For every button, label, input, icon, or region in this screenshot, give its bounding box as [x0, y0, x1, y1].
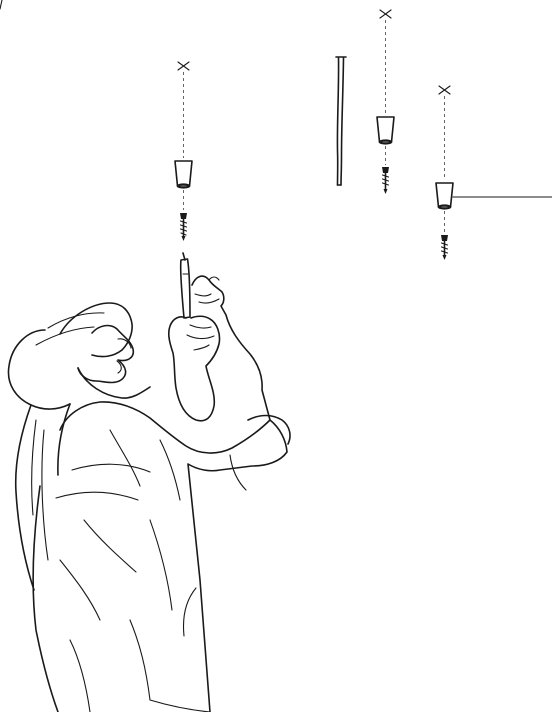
ceiling-mark-2	[379, 9, 392, 19]
upper-hand-fingers	[194, 276, 220, 304]
wall-anchor-3	[435, 182, 454, 210]
face	[77, 324, 135, 384]
shirt-collar	[77, 367, 151, 399]
screwdriver	[179, 252, 191, 319]
wall-anchor-1	[174, 160, 193, 189]
shirt-folds	[55, 429, 247, 712]
corner-mark	[0, 0, 3, 10]
lower-hand	[167, 315, 221, 422]
rolled-sleeve	[247, 414, 291, 445]
drill-point-3	[435, 85, 552, 260]
neck-cloth-fold	[31, 419, 49, 561]
ceiling-mark-3	[438, 85, 451, 95]
hat-band	[35, 312, 105, 346]
drill-point-2	[376, 9, 395, 194]
screw-3	[440, 235, 449, 260]
neck-cloth	[14, 403, 71, 591]
ceiling-mark-1	[177, 61, 190, 71]
metal-rod	[335, 56, 347, 186]
installer-person	[7, 252, 291, 712]
screw-2	[381, 167, 390, 194]
upper-hand	[191, 275, 271, 421]
screw-1	[179, 213, 188, 241]
wall-anchor-2	[376, 116, 395, 145]
hat-brim	[7, 329, 71, 410]
lower-hand-fingers	[186, 324, 215, 351]
nose-mouth	[116, 338, 132, 374]
shirt-body	[32, 401, 288, 712]
drill-point-1	[174, 61, 193, 241]
hard-hat	[59, 302, 133, 358]
